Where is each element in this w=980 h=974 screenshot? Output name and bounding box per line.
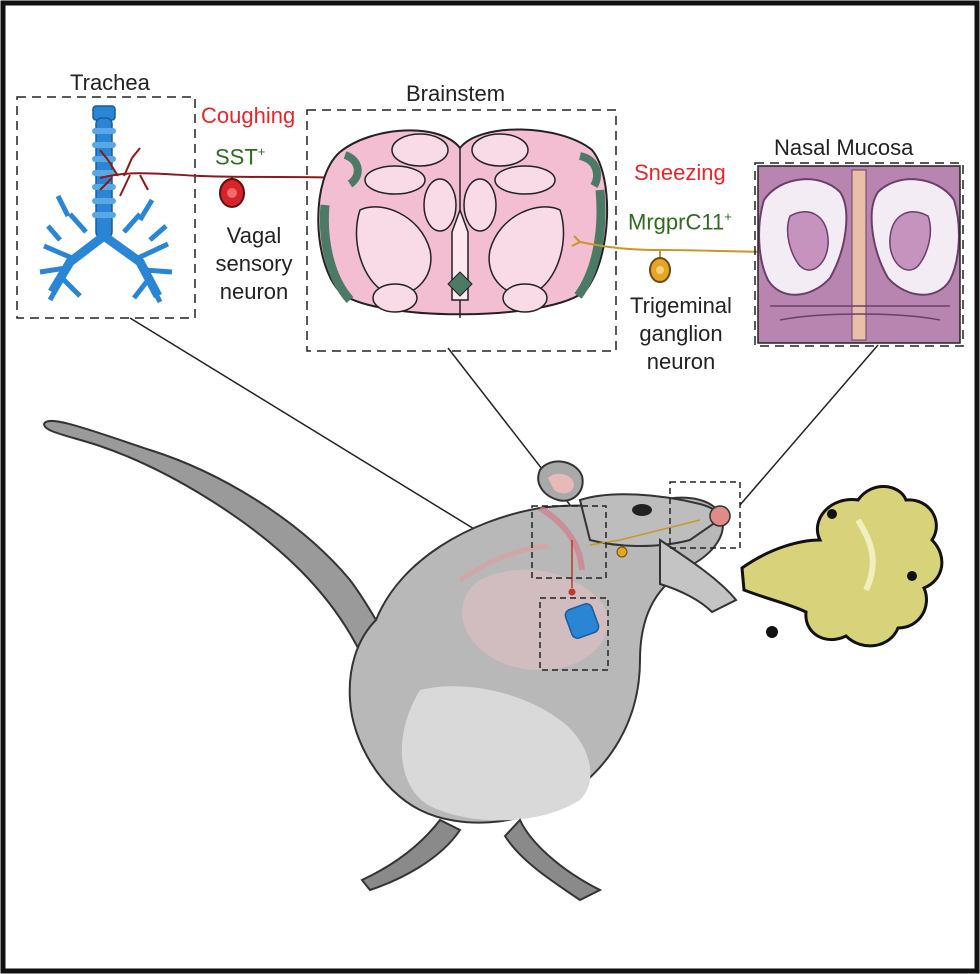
sst-marker-label: SST+ — [215, 145, 265, 168]
trigeminal-neuron-icon — [649, 257, 671, 283]
vagal-line-3: neuron — [219, 279, 289, 304]
mrgprc11-text: MrgprC11 — [628, 209, 725, 235]
sst-text: SST — [215, 144, 258, 170]
nasal-panel-box — [754, 162, 964, 347]
nasal-mucosa-section-icon — [757, 165, 961, 344]
brainstem-label: Brainstem — [406, 81, 506, 106]
mrgprc11-superscript: + — [724, 209, 732, 224]
sst-superscript: + — [257, 144, 266, 159]
trachea-label: Trachea — [70, 70, 150, 95]
vagal-line-2: sensory — [215, 251, 293, 276]
mouse-icon — [42, 419, 741, 902]
trigeminal-line-2: ganglion — [639, 321, 723, 346]
vagal-neuron-label: Vagal sensory neuron — [200, 222, 308, 306]
vagal-neuron-icon — [219, 178, 245, 208]
trigeminal-line-1: Trigeminal — [630, 293, 732, 318]
vagal-line-1: Vagal — [226, 223, 282, 248]
sneeze-cloud-icon — [740, 485, 944, 648]
nasal-mucosa-label: Nasal Mucosa — [774, 135, 914, 160]
trachea-panel-box — [16, 96, 196, 319]
sneezing-label: Sneezing — [634, 160, 726, 185]
brainstem-section-icon — [317, 128, 609, 318]
trigeminal-line-3: neuron — [646, 349, 716, 374]
mrgprc11-marker-label: MrgprC11+ — [628, 210, 732, 233]
trigeminal-neuron-label: Trigeminal ganglion neuron — [618, 292, 744, 376]
brainstem-panel-box — [306, 109, 617, 352]
coughing-label: Coughing — [201, 103, 296, 128]
